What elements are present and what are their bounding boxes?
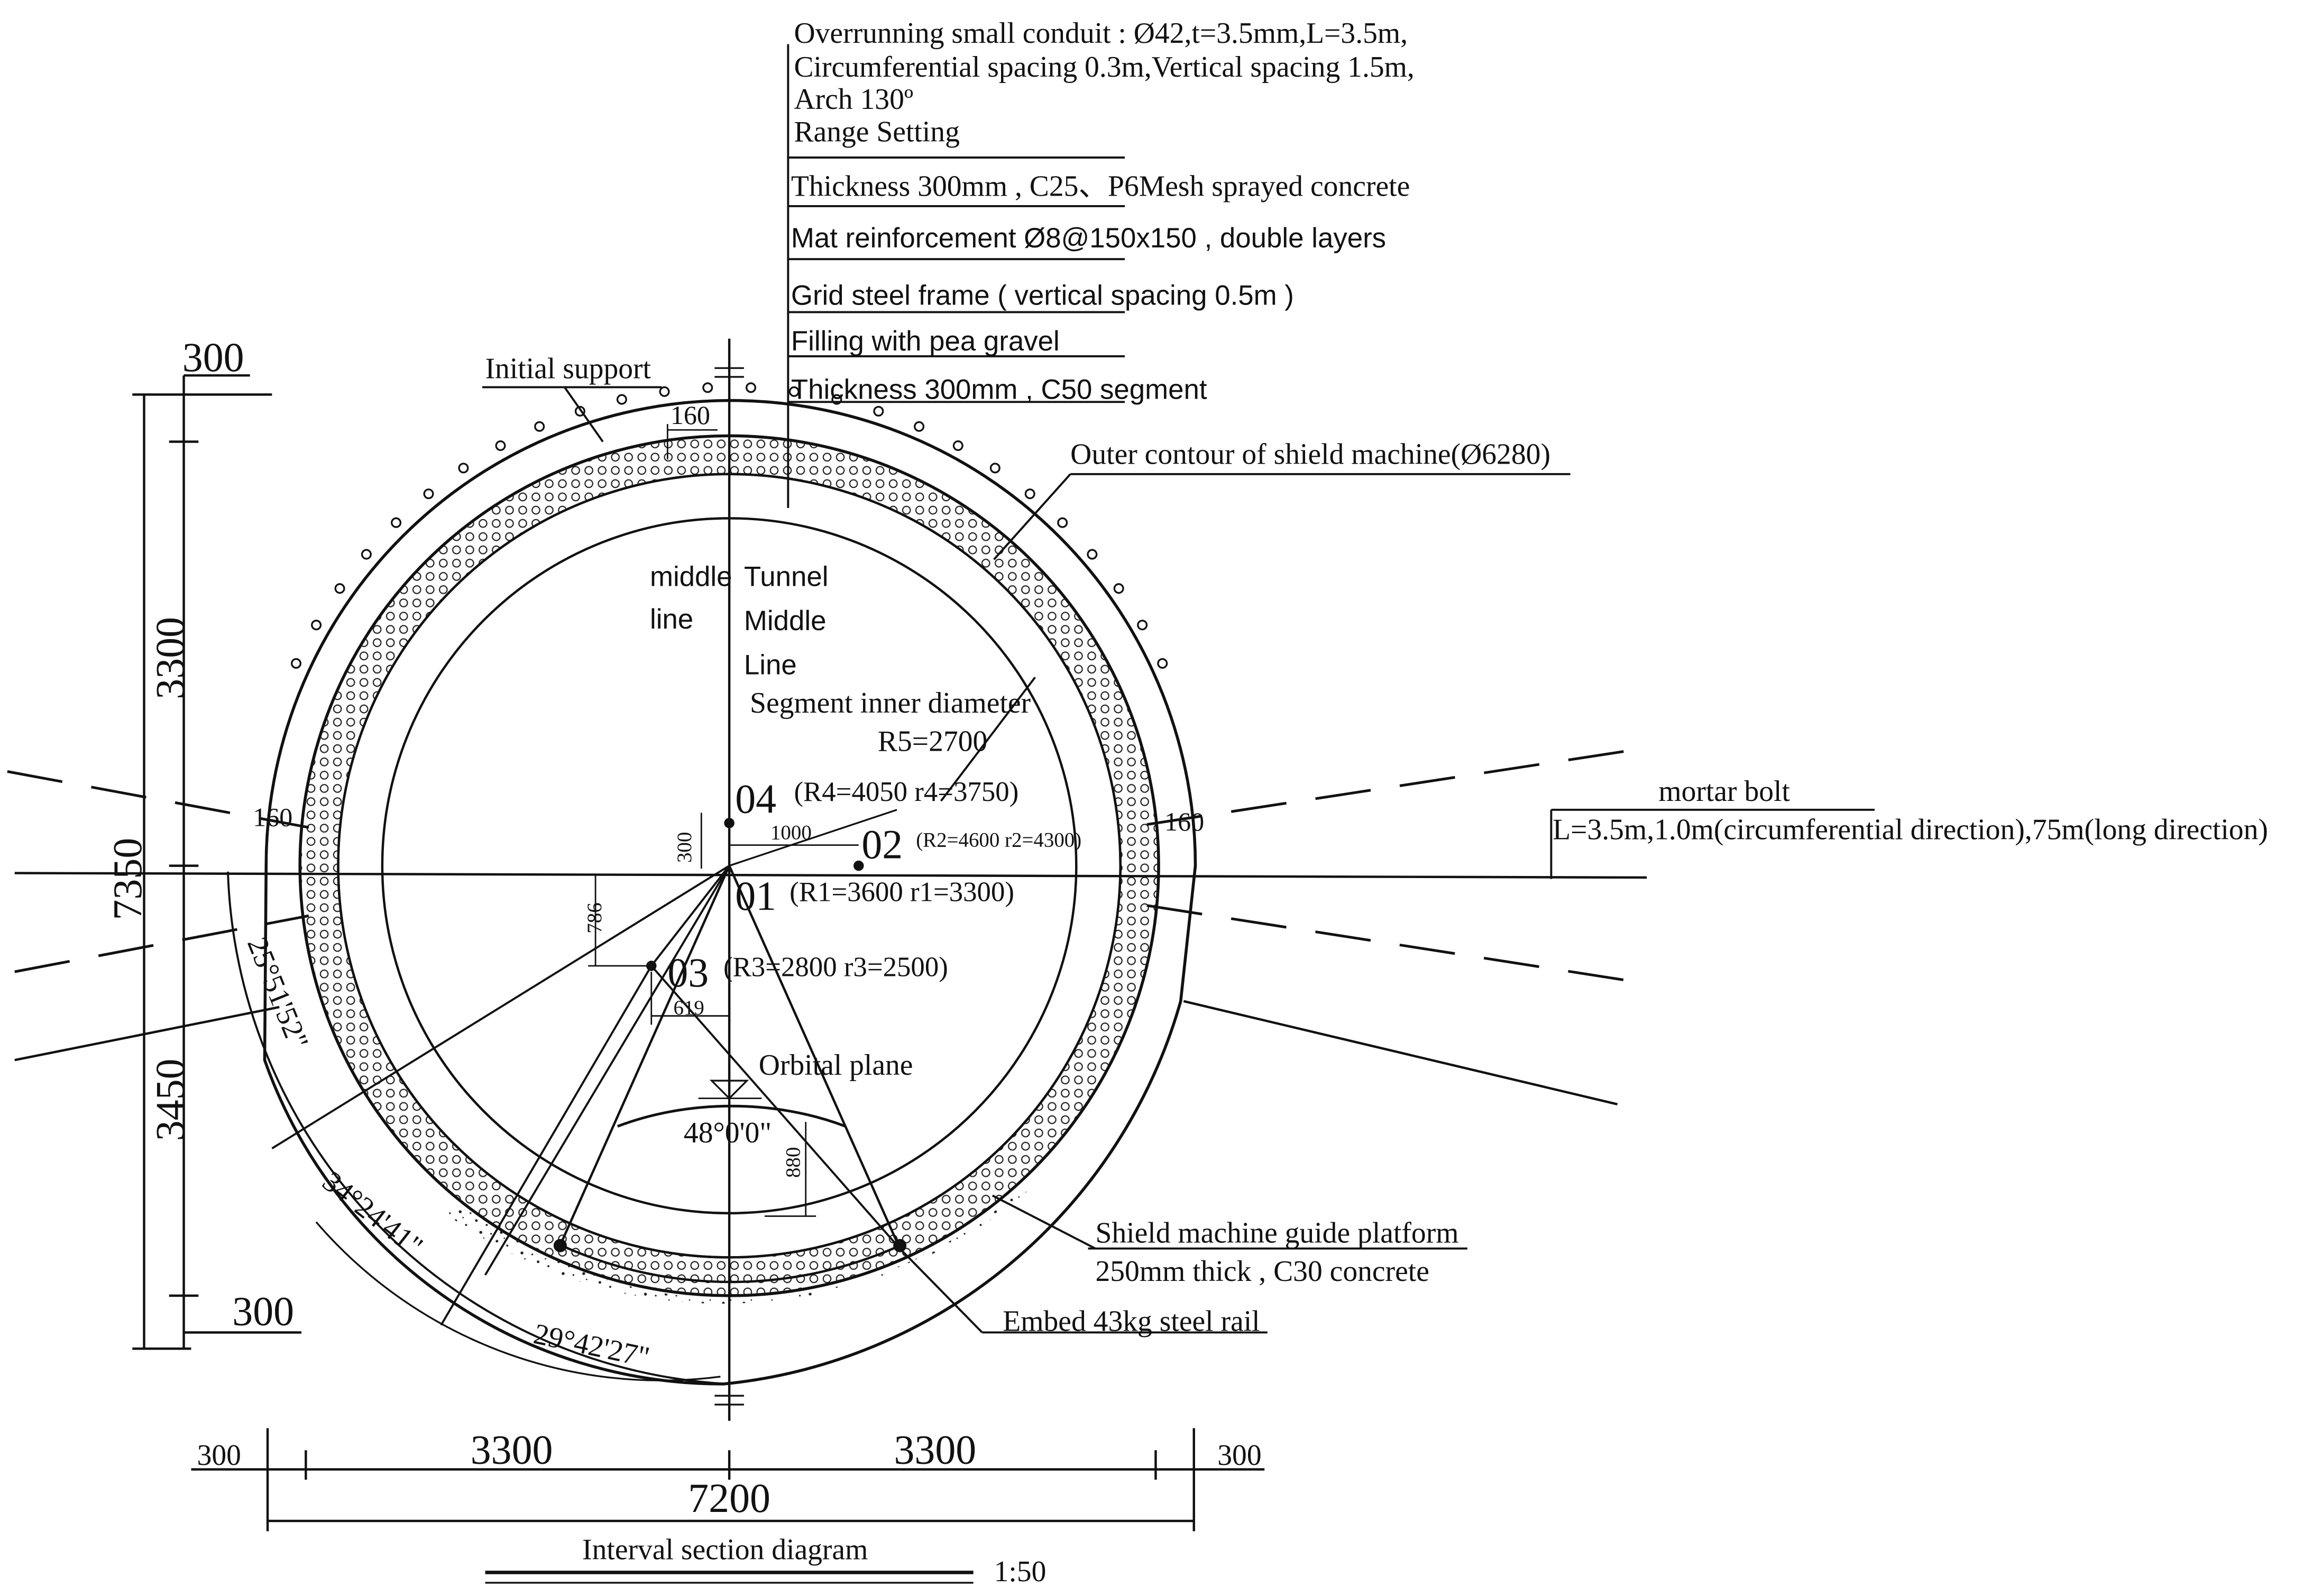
conduit-circle	[1113, 583, 1124, 594]
o1-radii: (R1=3600 r1=3300)	[790, 877, 1014, 907]
dim-619: 619	[673, 997, 704, 1019]
dim-3300-left: 3300	[148, 617, 193, 699]
middle-line-label-1: middle	[650, 561, 732, 592]
conduit-circle	[1137, 620, 1148, 631]
dim-3300-bottom-a: 3300	[471, 1427, 553, 1472]
conduit-circle	[1157, 658, 1168, 669]
o4-label: 04	[735, 776, 776, 822]
conduit-circle	[873, 405, 884, 417]
dim-300-bottom-a: 300	[197, 1439, 241, 1472]
guide-platform-top-curve	[561, 1244, 901, 1284]
dim-880: 880	[782, 1147, 805, 1178]
o2-label: 02	[861, 822, 903, 868]
dim-300-bottom-b: 300	[1217, 1439, 1261, 1472]
dim-300-bottom-left: 300	[232, 1288, 294, 1334]
segment-inner-diameter-label: Segment inner diameter	[750, 687, 1031, 719]
leader-lines	[482, 44, 1875, 1334]
layer-pea-gravel: Filling with pea gravel	[791, 326, 1060, 357]
dim-3300-bottom-b: 3300	[894, 1427, 977, 1472]
conduit-circle	[702, 382, 713, 393]
drawing-title: Interval section diagram	[582, 1533, 868, 1566]
guide-platform-concrete	[441, 1189, 1030, 1304]
conduit-circle	[334, 583, 345, 594]
drawing-scale: 1:50	[994, 1555, 1047, 1588]
callout-line-2: Circumferential spacing 0.3m,Vertical sp…	[794, 51, 1414, 84]
dim-300-top-left: 300	[182, 335, 244, 380]
conduit-circle	[1087, 549, 1098, 560]
dim-7350-left: 7350	[105, 838, 150, 920]
tunnel-middle-line-1: Tunnel	[744, 561, 829, 592]
conduit-circle	[361, 549, 372, 560]
dim-1000: 1000	[770, 821, 812, 844]
outer-contour-label: Outer contour of shield machine(Ø6280)	[1070, 438, 1550, 471]
callout-line-3: Arch 130º	[794, 83, 913, 116]
angle-34: 34°24'41"	[316, 1165, 429, 1263]
dim-3450-left: 3450	[148, 1058, 193, 1141]
rail-label: Embed 43kg steel rail	[1003, 1305, 1260, 1338]
layer-grid-steel-frame: Grid steel frame ( vertical spacing 0.5m…	[791, 280, 1294, 311]
angle-48: 48°0'0"	[684, 1117, 772, 1149]
mortar-bolt-label: mortar bolt	[1658, 775, 1790, 808]
conduit-circle	[952, 440, 963, 451]
dim-160-left: 160	[253, 802, 292, 832]
conduit-circle	[391, 517, 402, 528]
dashed-line-lower-right	[1146, 904, 1647, 985]
conduit-circle	[788, 386, 800, 397]
conduit-circle	[495, 440, 506, 451]
layer-segment: Thickness 300mm , C50 segment	[791, 374, 1207, 405]
guide-platform-label-2: 250mm thick , C30 concrete	[1095, 1255, 1429, 1288]
conduit-circle	[745, 382, 756, 393]
o3-radii: (R3=2800 r3=2500)	[723, 952, 948, 982]
o1-label: 01	[735, 873, 776, 919]
middle-line-label-2: line	[650, 604, 693, 635]
overrunning-conduits	[290, 382, 1168, 669]
o3-label: 03	[667, 950, 709, 995]
dim-300-center: 300	[673, 832, 696, 863]
conduit-circle	[311, 620, 322, 631]
conduit-circle	[458, 463, 469, 474]
horizontal-center-line	[14, 872, 1647, 879]
callout-line-1: Overrunning small conduit : Ø42,t=3.5mm,…	[794, 17, 1408, 50]
conduit-circle	[914, 421, 925, 432]
layer-sprayed-concrete: Thickness 300mm , C25、P6Mesh sprayed con…	[791, 170, 1410, 202]
layer-mat-reinforcement: Mat reinforcement Ø8@150x150 , double la…	[791, 223, 1386, 254]
annotation-text: Overrunning small conduit : Ø42,t=3.5mm,…	[105, 17, 2268, 1588]
dim-786: 786	[583, 902, 606, 933]
tunnel-middle-line-2: Middle	[744, 605, 827, 636]
dim-160-right: 160	[1164, 807, 1204, 836]
dashed-line-upper-left	[7, 770, 309, 829]
conduit-circle	[1057, 517, 1068, 528]
o4-radii: (R4=4050 r4=3750)	[794, 777, 1018, 807]
conduit-circle	[989, 463, 1000, 474]
tunnel-middle-line-3: Line	[744, 650, 797, 681]
conduit-circle	[534, 421, 545, 432]
callout-line-4: Range Setting	[794, 115, 959, 148]
o2-radii: (R2=4600 r2=4300)	[916, 828, 1081, 851]
conduit-circle	[290, 658, 301, 669]
dashed-line-lower-left	[14, 914, 309, 973]
guide-platform-label-1: Shield machine guide platform	[1095, 1217, 1458, 1250]
conduit-circle	[659, 386, 670, 397]
conduit-circle	[1024, 488, 1035, 500]
initial-support-outer-contour	[263, 399, 1197, 1386]
angle-25: 25°51'52"	[241, 933, 315, 1054]
conduit-circle	[616, 394, 627, 405]
dimension-lines	[132, 374, 1265, 1584]
conduit-circle	[423, 488, 434, 500]
dim-7200: 7200	[688, 1475, 770, 1521]
orbital-plane-label: Orbital plane	[759, 1049, 913, 1082]
r5-label: R5=2700	[878, 725, 987, 758]
dim-160-top: 160	[671, 400, 710, 430]
mortar-bolt-spec: L=3.5m,1.0m(circumferential direction),7…	[1553, 813, 2268, 846]
center-lines	[7, 338, 1647, 1421]
initial-support-label: Initial support	[485, 353, 651, 385]
